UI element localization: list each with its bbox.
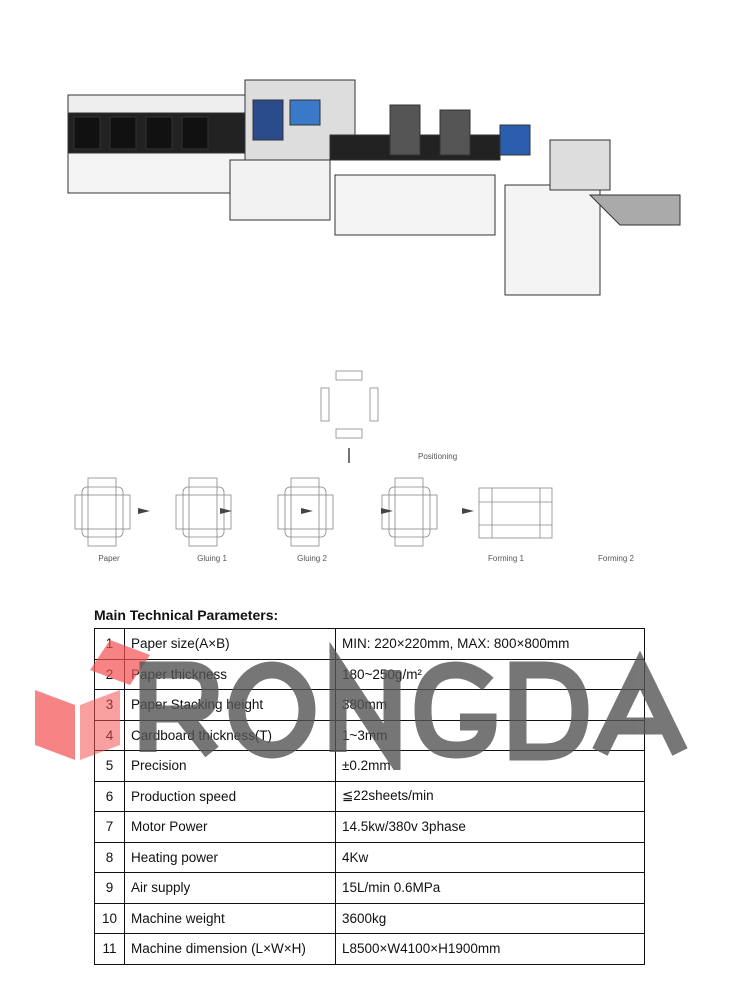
- parameter-value: 15L/min 0.6MPa: [335, 872, 645, 904]
- step-label: Gluing 2: [297, 554, 327, 563]
- process-diagram: [74, 370, 553, 547]
- step-label: Forming 1: [487, 554, 524, 563]
- row-number: 1: [94, 628, 125, 660]
- parameter-name: Heating power: [124, 841, 336, 873]
- row-number: 9: [94, 872, 125, 904]
- row-number: 2: [94, 658, 125, 690]
- parameter-name: Machine dimension (L×W×H): [124, 933, 336, 965]
- row-number: 10: [94, 902, 125, 934]
- row-number: 6: [94, 780, 125, 812]
- step-label: Forming 2: [597, 554, 634, 563]
- parameter-name: Paper Stacking height: [124, 689, 336, 721]
- step-label: Gluing 1: [197, 554, 227, 563]
- parameter-value: 380mm: [335, 689, 645, 721]
- parameter-name: Machine weight: [124, 902, 336, 934]
- parameter-value: 180~250g/m²: [335, 658, 645, 690]
- step-label: Paper: [98, 554, 120, 563]
- section-title: Main Technical Parameters:: [94, 607, 279, 623]
- row-number: 5: [94, 750, 125, 782]
- parameter-name: Paper thickness: [124, 658, 336, 690]
- parameter-value: 4Kw: [335, 841, 645, 873]
- parameter-value: ≦22sheets/min: [335, 780, 645, 812]
- parameter-value: 3600kg: [335, 902, 645, 934]
- parameter-name: Production speed: [124, 780, 336, 812]
- parameter-value: 1~3mm: [335, 719, 645, 751]
- row-number: 4: [94, 719, 125, 751]
- row-number: 7: [94, 811, 125, 843]
- parameter-value: 14.5kw/380v 3phase: [335, 811, 645, 843]
- parameter-value: ±0.2mm: [335, 750, 645, 782]
- row-number: 11: [94, 933, 125, 965]
- parameter-name: Motor Power: [124, 811, 336, 843]
- parameter-name: Precision: [124, 750, 336, 782]
- parameter-name: Cardboard thickness(T): [124, 719, 336, 751]
- parameter-name: Air supply: [124, 872, 336, 904]
- parameter-name: Paper size(A×B): [124, 628, 336, 660]
- positioning-label: Positioning: [418, 452, 458, 461]
- row-number: 8: [94, 841, 125, 873]
- machine-photo: [67, 79, 681, 296]
- row-number: 3: [94, 689, 125, 721]
- parameter-value: L8500×W4100×H1900mm: [335, 933, 645, 965]
- parameter-value: MIN: 220×220mm, MAX: 800×800mm: [335, 628, 645, 660]
